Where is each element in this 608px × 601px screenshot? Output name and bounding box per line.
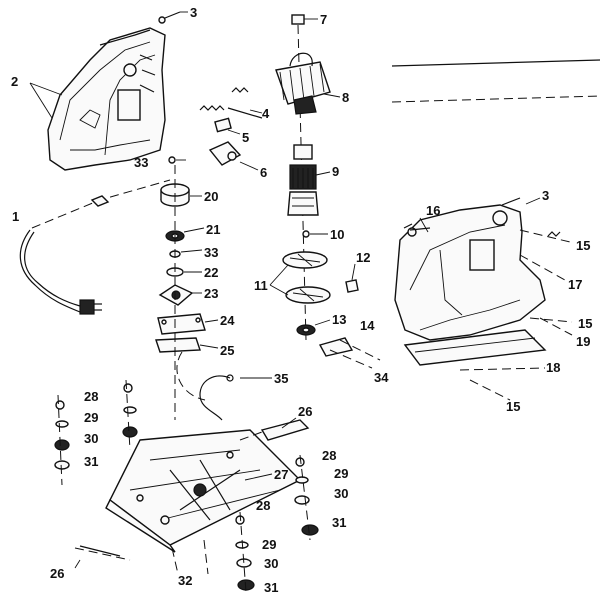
label-26-lower: 26 <box>50 566 64 581</box>
label-33-top: 33 <box>134 155 148 170</box>
label-27: 27 <box>274 467 288 482</box>
label-16: 16 <box>426 203 440 218</box>
screw-part-3-right <box>501 197 521 206</box>
label-29-left: 29 <box>84 410 98 425</box>
part-19 <box>539 317 573 336</box>
screw-part-16 <box>403 223 413 229</box>
brush-holder-part-6 <box>208 141 242 166</box>
label-31-bottom: 31 <box>264 580 278 595</box>
label-11: 11 <box>254 278 268 293</box>
label-1: 1 <box>12 209 19 224</box>
housing-left-half <box>47 27 166 171</box>
label-3-right: 3 <box>542 188 549 203</box>
pointer-part-34 <box>329 349 373 369</box>
label-7: 7 <box>320 12 327 27</box>
label-22: 22 <box>204 265 218 280</box>
bracket-part-14 <box>318 337 381 361</box>
label-23: 23 <box>204 286 218 301</box>
label-34: 34 <box>374 370 389 385</box>
label-4: 4 <box>262 106 270 121</box>
label-8: 8 <box>342 90 349 105</box>
label-3-left: 3 <box>190 5 197 20</box>
housing-right-half <box>394 204 547 366</box>
label-5: 5 <box>242 130 249 145</box>
label-15-bottom: 15 <box>506 399 520 414</box>
label-10: 10 <box>330 227 344 242</box>
label-33-mid: 33 <box>204 245 218 260</box>
label-21: 21 <box>206 222 220 237</box>
label-12: 12 <box>356 250 370 265</box>
foot-stack-bottom <box>235 511 255 593</box>
label-30-right: 30 <box>334 486 348 501</box>
field-assembly-part-8 <box>275 52 331 115</box>
label-29-right: 29 <box>334 466 348 481</box>
label-28-bottom: 28 <box>256 498 270 513</box>
cap-part-7 <box>291 14 305 25</box>
label-2: 2 <box>11 74 18 89</box>
plate-part-24 <box>157 313 206 335</box>
label-18: 18 <box>546 360 560 375</box>
bracket-part-26-lower <box>74 545 131 561</box>
label-9: 9 <box>332 164 339 179</box>
gear-part-23 <box>158 284 194 306</box>
base-plate-part-27 <box>105 429 302 553</box>
part-17 <box>519 254 566 281</box>
clip-part-12 <box>345 279 359 293</box>
label-15-top: 15 <box>576 238 590 253</box>
label-31-left: 31 <box>84 454 98 469</box>
label-26-upper: 26 <box>298 404 312 419</box>
part-labels: 3 2 1 4 5 6 33 20 21 33 22 23 24 25 7 8 … <box>11 5 592 595</box>
label-30-left: 30 <box>84 431 98 446</box>
label-29-bottom: 29 <box>262 537 276 552</box>
label-6: 6 <box>260 165 267 180</box>
label-31-right: 31 <box>332 515 346 530</box>
spring-clip-part-35 <box>176 351 234 421</box>
screw-part-3-left <box>158 11 181 24</box>
reference-lines <box>391 59 601 103</box>
label-19: 19 <box>576 334 590 349</box>
bolts-part-32 <box>171 539 209 575</box>
label-20: 20 <box>204 189 218 204</box>
label-24: 24 <box>220 313 235 328</box>
label-17: 17 <box>568 277 582 292</box>
label-35: 35 <box>274 371 288 386</box>
part-18 <box>459 367 546 371</box>
label-28-left: 28 <box>84 389 98 404</box>
foot-stack-left <box>54 379 138 486</box>
fan-parts-11 <box>282 251 331 304</box>
washer-part-10 <box>302 230 310 238</box>
bracket-part-25 <box>155 337 201 353</box>
brush-part-5 <box>214 117 232 133</box>
label-25: 25 <box>220 343 234 358</box>
label-30-bottom: 30 <box>264 556 278 571</box>
washer-part-33-top <box>168 156 176 164</box>
armature-part-9 <box>287 144 319 216</box>
label-28-right: 28 <box>322 448 336 463</box>
label-15-mid: 15 <box>578 316 592 331</box>
screws-part-15 <box>469 229 573 401</box>
label-13: 13 <box>332 312 346 327</box>
cord-set-part-1 <box>19 179 171 315</box>
label-32: 32 <box>178 573 192 588</box>
bracket-part-26-upper <box>239 419 310 441</box>
label-14: 14 <box>360 318 375 333</box>
foot-stack-right <box>294 454 319 541</box>
leader-lines <box>29 11 541 569</box>
brush-spring-part-4 <box>199 87 263 119</box>
bearing-part-13 <box>296 324 316 336</box>
